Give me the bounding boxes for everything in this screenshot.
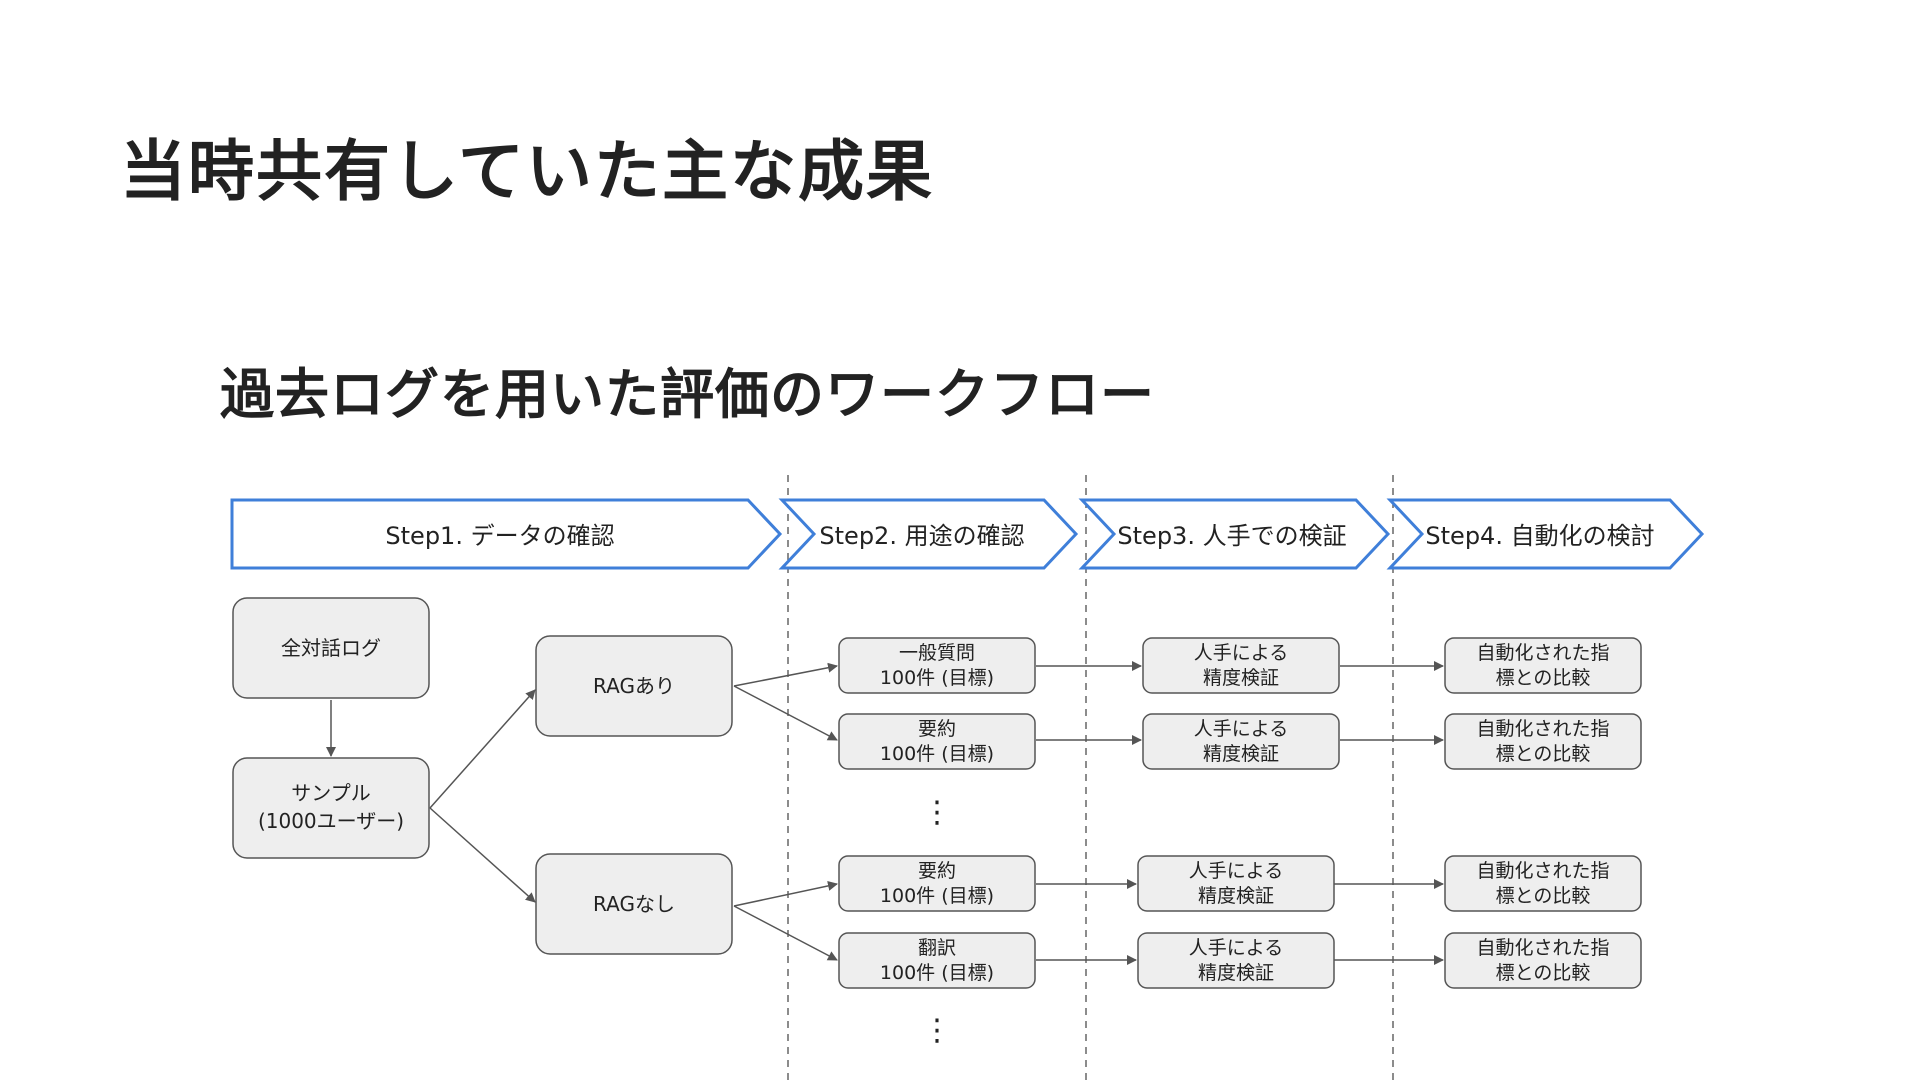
auto-compare-line1: 自動化された指 bbox=[1476, 937, 1609, 959]
auto-compare-line2: 標との比較 bbox=[1496, 885, 1591, 907]
manual-check-line2: 精度検証 bbox=[1203, 667, 1279, 689]
node-sample: サンプル (1000ユーザー) bbox=[232, 757, 430, 859]
auto-compare-line1: 自動化された指 bbox=[1476, 642, 1609, 664]
manual-check-line2: 精度検証 bbox=[1203, 743, 1279, 765]
node-sample-line2: (1000ユーザー) bbox=[258, 809, 404, 833]
page-title: 当時共有していた主な成果 bbox=[120, 133, 935, 210]
node-all-logs: 全対話ログ bbox=[232, 597, 430, 699]
arrow-sample-to-rag-without bbox=[429, 807, 536, 903]
use-case-target: 100件 (目標) bbox=[880, 743, 994, 765]
use-case-label: 翻訳 bbox=[918, 937, 956, 959]
manual-check-line2: 精度検証 bbox=[1198, 885, 1274, 907]
auto-compare-line2: 標との比較 bbox=[1496, 667, 1591, 689]
step-4-chevron: Step4. 自動化の検討 bbox=[1386, 498, 1705, 570]
step-3-chevron: Step3. 人手での検証 bbox=[1078, 498, 1391, 570]
section-subtitle: 過去ログを用いた評価のワークフロー bbox=[220, 363, 1155, 426]
node-rag-with: RAGあり bbox=[535, 635, 733, 737]
node-sample-line1: サンプル bbox=[291, 781, 370, 805]
manual-check-line2: 精度検証 bbox=[1198, 962, 1274, 984]
row-1: 一般質問 100件 (目標) 人手による 精度検証 自動化された指 標との比較 bbox=[838, 637, 1642, 694]
auto-compare-line1: 自動化された指 bbox=[1476, 860, 1609, 882]
use-case-target: 100件 (目標) bbox=[880, 885, 994, 907]
auto-compare-line2: 標との比較 bbox=[1496, 962, 1591, 984]
node-rag-without-label: RAGなし bbox=[593, 892, 675, 916]
auto-compare-line2: 標との比較 bbox=[1496, 743, 1591, 765]
use-case-label: 要約 bbox=[918, 718, 956, 740]
row-3: 要約 100件 (目標) 人手による 精度検証 自動化された指 標との比較 bbox=[838, 855, 1642, 912]
manual-check-line1: 人手による bbox=[1189, 860, 1283, 882]
manual-check-line1: 人手による bbox=[1194, 642, 1288, 664]
manual-check-line1: 人手による bbox=[1194, 718, 1288, 740]
node-rag-with-label: RAGあり bbox=[593, 674, 675, 698]
arrow-sample-to-rag-with bbox=[429, 689, 536, 809]
manual-check-line1: 人手による bbox=[1189, 937, 1283, 959]
arrow-rag-without-to-row4 bbox=[733, 905, 838, 961]
use-case-label: 要約 bbox=[918, 860, 956, 882]
step-4-label: Step4. 自動化の検討 bbox=[1425, 522, 1654, 550]
row-2: 要約 100件 (目標) 人手による 精度検証 自動化された指 標との比較 bbox=[838, 713, 1642, 770]
arrow-rag-without-to-row3 bbox=[733, 880, 838, 907]
step-2-chevron: Step2. 用途の確認 bbox=[778, 498, 1079, 570]
step-2-label: Step2. 用途の確認 bbox=[819, 522, 1024, 550]
arrow-rag-with-to-row1 bbox=[733, 662, 838, 687]
use-case-target: 100件 (目標) bbox=[880, 667, 994, 689]
step-3-label: Step3. 人手での検証 bbox=[1117, 522, 1346, 550]
ellipsis-mark: ⋮ bbox=[922, 795, 952, 830]
step-1-chevron: Step1. データの確認 bbox=[230, 498, 783, 570]
use-case-target: 100件 (目標) bbox=[880, 962, 994, 984]
auto-compare-line1: 自動化された指 bbox=[1476, 718, 1609, 740]
connectors bbox=[326, 661, 1444, 965]
arrow-rag-with-to-row2 bbox=[733, 685, 838, 741]
row-4: 翻訳 100件 (目標) 人手による 精度検証 自動化された指 標との比較 bbox=[838, 932, 1642, 989]
ellipsis-mark: ⋮ bbox=[922, 1013, 952, 1048]
node-all-logs-label: 全対話ログ bbox=[281, 636, 381, 660]
use-case-label: 一般質問 bbox=[899, 642, 975, 664]
node-rag-without: RAGなし bbox=[535, 853, 733, 955]
step-1-label: Step1. データの確認 bbox=[385, 522, 614, 550]
